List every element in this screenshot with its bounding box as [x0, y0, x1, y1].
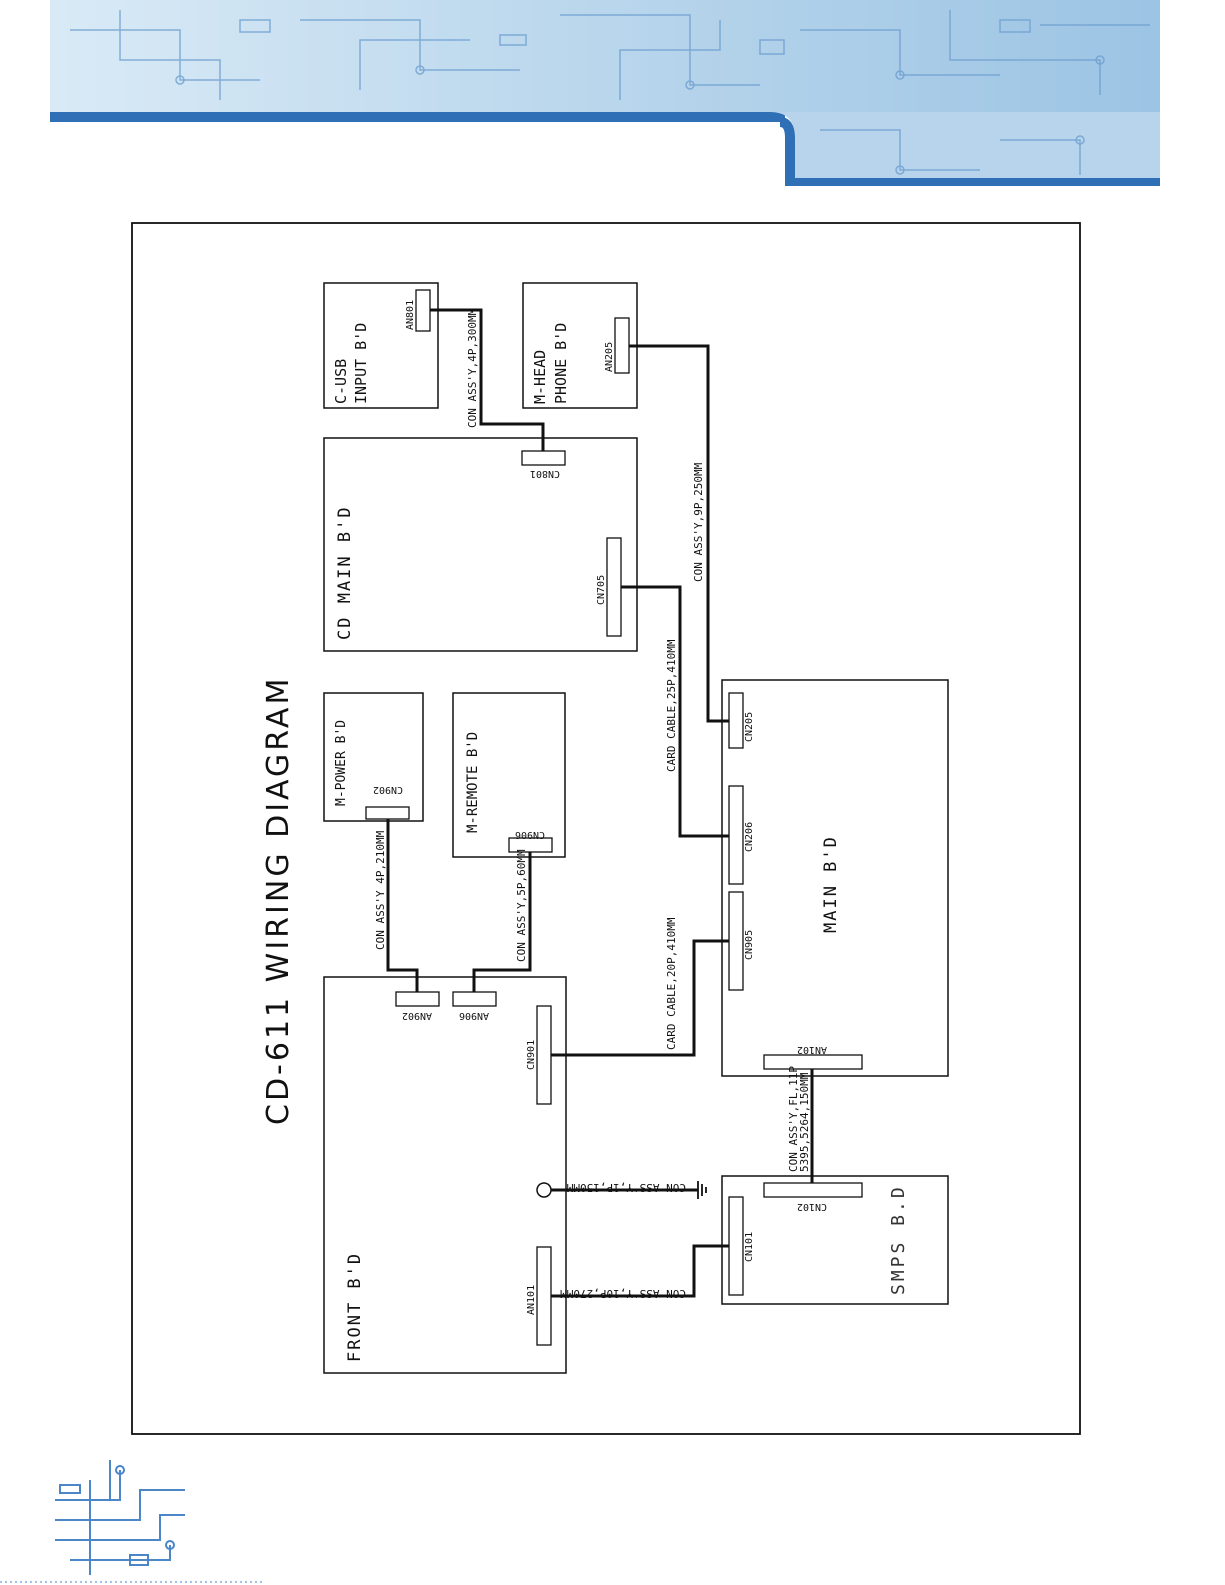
front-board [323, 976, 567, 1374]
wire-card-25p [621, 585, 729, 838]
main-board [721, 679, 949, 1077]
connector-cn205 [728, 692, 744, 749]
wire-headphone [629, 344, 729, 723]
m-head-label-line2: PHONE B'D [552, 323, 570, 404]
m-remote-label: M-REMOTE B'D [465, 732, 481, 833]
circuit-pattern-graphic [70, 10, 1150, 100]
connector-cn705 [606, 537, 622, 637]
c-usb-label-line2: INPUT B'D [352, 323, 370, 404]
connector-an801 [415, 289, 431, 332]
wire-smps [551, 1244, 729, 1298]
connector-cn101 [728, 1196, 744, 1296]
cn901-label: CN901 [526, 1040, 537, 1070]
cn902-label: CN902 [373, 784, 403, 795]
footer-circuit-logo [0, 1460, 265, 1583]
an902-label: AN902 [402, 1010, 432, 1021]
diagram-title: CD-611 WIRING DIAGRAM [261, 676, 296, 1125]
wire-remote [472, 852, 532, 992]
m-remote-board [452, 692, 566, 858]
cn205-label: CN205 [744, 712, 755, 742]
cn206-label: CN206 [744, 822, 755, 852]
connector-an101 [536, 1246, 552, 1346]
smps-board-label: SMPS B.D [888, 1184, 909, 1295]
connector-an906 [452, 991, 497, 1007]
cn101-label: CN101 [744, 1232, 755, 1262]
diagram-frame [131, 222, 1081, 1435]
connector-an205 [614, 317, 630, 374]
header-banner [50, 0, 1160, 186]
banner-stripe [50, 112, 785, 122]
connector-an102 [763, 1054, 863, 1070]
wire-card-20p [551, 939, 729, 1057]
cn906-label: CN906 [515, 829, 545, 840]
cn705-label: CN705 [596, 575, 607, 605]
m-power-label: M-POWER B'D [334, 720, 349, 806]
main-board-label: MAIN B'D [821, 835, 841, 933]
banner-tab [770, 112, 1160, 185]
connector-cn801 [521, 450, 566, 466]
connector-cn206 [728, 785, 744, 885]
card-25p-cable-label: CARD CABLE,25P,410MM [665, 639, 678, 772]
connector-cn901 [536, 1005, 552, 1105]
cn801-label: CN801 [530, 468, 560, 479]
remote-cable-label: CON ASS'Y,5P,60MM [515, 849, 528, 962]
an906-label: AN906 [459, 1010, 489, 1021]
an205-label: AN205 [604, 342, 615, 372]
c-usb-label-line1: C-USB [332, 359, 350, 404]
ground-cable-label: CON ASS'Y,1P,150MM [566, 1181, 686, 1194]
connector-an902 [395, 991, 440, 1007]
usb-cable-label: CON ASS'Y,4P,300MM [466, 308, 479, 428]
headphone-cable-label: CON ASS'Y,9P,250MM [692, 462, 705, 582]
card-20p-cable-label: CARD CABLE,20P,410MM [665, 917, 678, 1050]
ground-symbol-icon [697, 1181, 707, 1199]
m-head-label-line1: M-HEAD [531, 350, 549, 404]
cd-main-board [323, 437, 638, 652]
cn102-label: CN102 [797, 1201, 827, 1212]
ground-terminal [536, 1182, 552, 1198]
cn905-label: CN905 [744, 930, 755, 960]
cd-main-label: CD MAIN B'D [335, 505, 355, 640]
smps-board [721, 1175, 949, 1305]
power-cable-label: CON ASS'Y 4P,210MM [374, 830, 387, 950]
wire-usb [430, 308, 545, 451]
m-power-board [323, 692, 424, 822]
connector-cn102 [763, 1182, 863, 1198]
smps-cable-label: CON ASS'Y,10P,270MM [560, 1287, 686, 1300]
c-usb-input-board [323, 282, 439, 409]
connector-cn902 [365, 806, 410, 820]
connector-cn905 [728, 891, 744, 991]
wire-power [386, 819, 419, 992]
fl-cable-label-line2: 5395,5264,150MM [798, 1072, 811, 1172]
fl-cable-label-line1: CON ASS'Y,FL,11P [787, 1066, 800, 1172]
an101-label: AN101 [526, 1285, 537, 1315]
an102-label: AN102 [797, 1044, 827, 1055]
an801-label: AN801 [405, 300, 416, 330]
front-board-label: FRONT B'D [345, 1252, 365, 1362]
